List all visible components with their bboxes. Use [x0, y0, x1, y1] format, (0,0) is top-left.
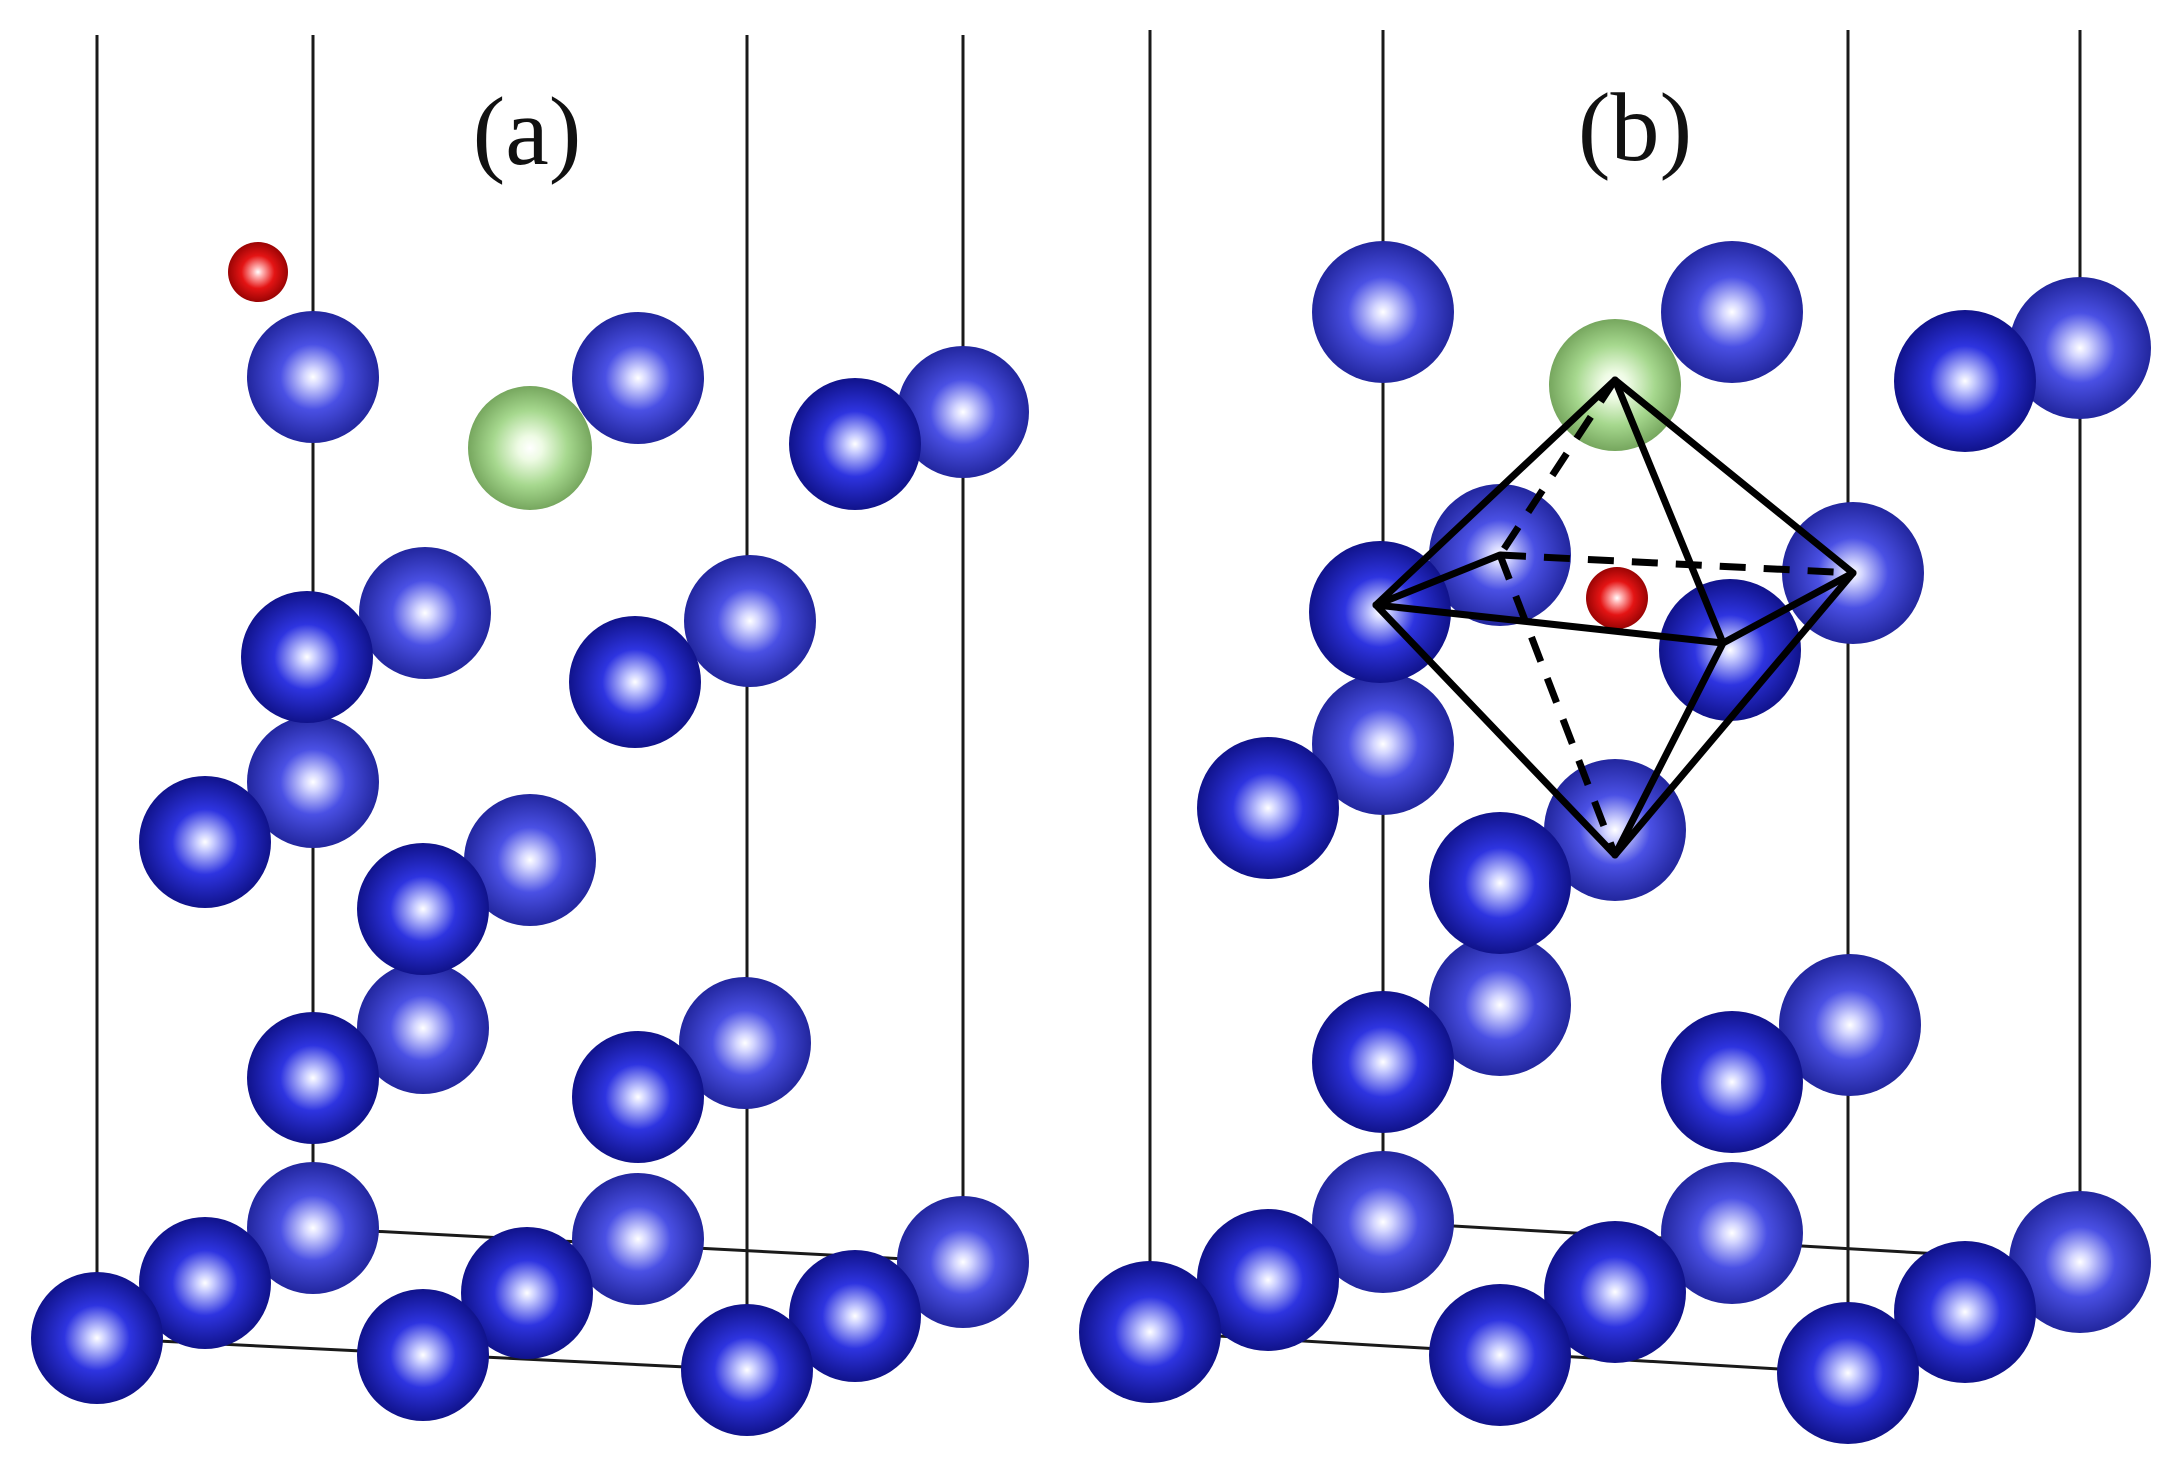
- host-atom: [679, 977, 811, 1109]
- panel-a-unit-cell: [95, 35, 965, 1372]
- host-atom: [1197, 737, 1339, 879]
- host-atom: [789, 378, 921, 510]
- host-atom: [1312, 673, 1454, 815]
- host-atom: [247, 311, 379, 443]
- host-atom: [572, 1031, 704, 1163]
- host-atom: [1312, 241, 1454, 383]
- host-atom: [357, 962, 489, 1094]
- host-atom: [1429, 1284, 1571, 1426]
- host-atom: [247, 1162, 379, 1294]
- host-atom: [1312, 991, 1454, 1133]
- panel-b-atoms: [1079, 241, 2151, 1444]
- host-atom: [1079, 1261, 1221, 1403]
- host-atom: [31, 1272, 163, 1404]
- host-atom: [139, 776, 271, 908]
- host-atom: [572, 1173, 704, 1305]
- host-atom: [1894, 1241, 2036, 1383]
- panel-a-label: (a): [473, 78, 582, 186]
- host-atom: [681, 1304, 813, 1436]
- host-atom: [139, 1217, 271, 1349]
- host-atom: [572, 312, 704, 444]
- host-atom: [357, 843, 489, 975]
- host-atom: [461, 1227, 593, 1359]
- host-atom: [1544, 759, 1686, 901]
- host-atom: [1661, 241, 1803, 383]
- host-atom: [897, 1196, 1029, 1328]
- host-atom: [247, 716, 379, 848]
- octahedral-site-outline: [1372, 376, 1857, 859]
- host-atom: [357, 1289, 489, 1421]
- host-atom: [1779, 954, 1921, 1096]
- host-atom: [1659, 579, 1801, 721]
- host-atom: [359, 547, 491, 679]
- host-atom: [1312, 1151, 1454, 1293]
- substituted-atom: [468, 386, 592, 510]
- host-atom: [1429, 934, 1571, 1076]
- panel-a: (a): [31, 35, 1029, 1436]
- host-atom: [1894, 310, 2036, 452]
- panel-b-unit-cell: [1148, 30, 2082, 1375]
- interstitial-atom: [1586, 567, 1648, 629]
- host-atom: [1429, 812, 1571, 954]
- panel-a-atoms: [31, 242, 1029, 1436]
- host-atom: [2009, 1191, 2151, 1333]
- host-atom: [2009, 277, 2151, 419]
- host-atom: [464, 794, 596, 926]
- host-atom: [1661, 1162, 1803, 1304]
- host-atom: [684, 555, 816, 687]
- host-atom: [247, 1012, 379, 1144]
- host-atom: [1197, 1209, 1339, 1351]
- host-atom: [1661, 1011, 1803, 1153]
- panel-b-label: (b): [1578, 74, 1692, 182]
- panel-b: (b): [1079, 30, 2151, 1444]
- host-atom: [241, 591, 373, 723]
- host-atom: [1544, 1221, 1686, 1363]
- host-atom: [1777, 1302, 1919, 1444]
- interstitial-atom: [228, 242, 288, 302]
- host-atom: [789, 1250, 921, 1382]
- host-atom: [897, 346, 1029, 478]
- host-atom: [569, 616, 701, 748]
